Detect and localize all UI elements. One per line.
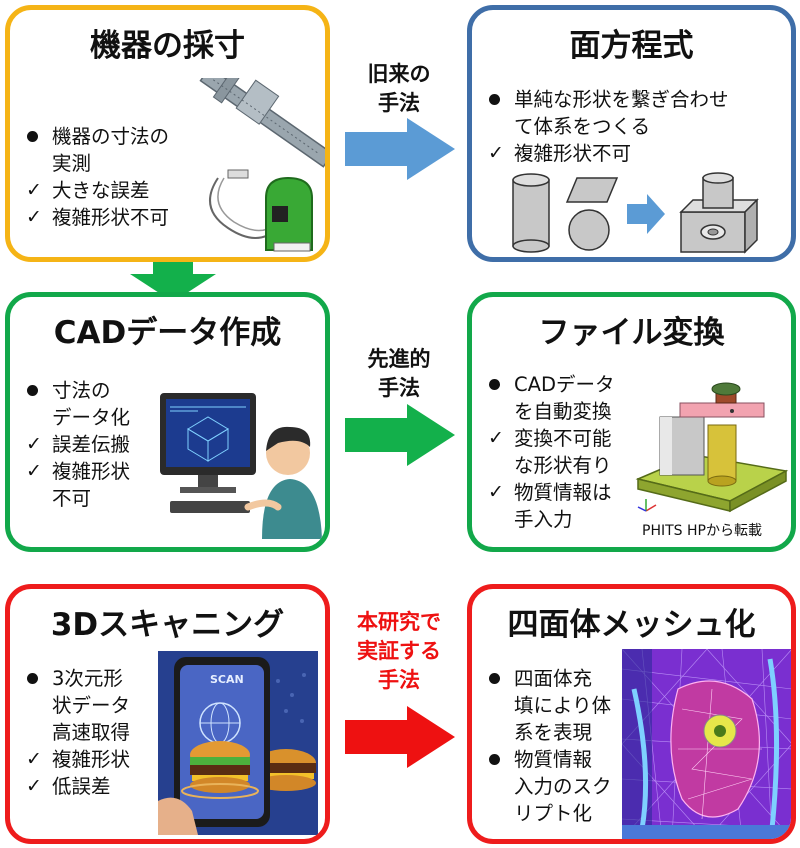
list-item-text: 低誤差 bbox=[52, 775, 111, 798]
image-credit: PHITS HPから転載 bbox=[642, 523, 762, 539]
scan-phone-label: SCAN bbox=[210, 673, 244, 686]
list-item: 単純な形状を繋ぎ合わせ て体系をつくる bbox=[480, 86, 791, 140]
equation-items: 単純な形状を繋ぎ合わせ て体系をつくる ✓ 複雑形状不可 bbox=[480, 86, 791, 167]
list-item: 3次元形 状データ 高速取得 bbox=[18, 665, 158, 746]
primitive-shapes-illustration bbox=[512, 172, 759, 254]
check-icon: ✓ bbox=[26, 460, 42, 482]
check-icon: ✓ bbox=[26, 748, 42, 770]
list-item-text: 複雑形状 不可 bbox=[52, 460, 131, 510]
list-item-text: 単純な形状を繋ぎ合わせ て体系をつくる bbox=[514, 88, 729, 138]
cad-items: 寸法の データ化 ✓ 誤差伝搬 ✓ 複雑形状 不可 bbox=[18, 377, 158, 512]
advanced-method-label: 先進的 手法 bbox=[367, 347, 431, 400]
list-item-text: 四面体充 填により体 系を表現 bbox=[514, 667, 612, 744]
list-item: ✓ 複雑形状不可 bbox=[18, 204, 218, 231]
list-item: 四面体充 填により体 系を表現 bbox=[480, 665, 630, 746]
cad-title: CADデータ作成 bbox=[53, 315, 282, 351]
traditional-method-label: 旧来の 手法 bbox=[367, 62, 431, 115]
list-item: ✓ 複雑形状不可 bbox=[480, 140, 791, 167]
mesh-title: 四面体メッシュ化 bbox=[507, 607, 756, 643]
check-icon: ✓ bbox=[488, 142, 504, 164]
list-item: ✓ 物質情報は 手入力 bbox=[480, 479, 650, 533]
scan-illustration: SCAN bbox=[158, 651, 318, 835]
list-item-text: CADデータ を自動変換 bbox=[514, 373, 615, 423]
scan-box: 3Dスキャニング 3次元形 状データ 高速取得 ✓ 複雑形状 ✓ 低誤差 bbox=[5, 584, 330, 844]
list-item-text: 物質情報は 手入力 bbox=[514, 481, 612, 531]
phits-geometry-illustration bbox=[635, 382, 789, 513]
cad-box: CADデータ作成 寸法の データ化 ✓ 誤差伝搬 ✓ 複雑形状 不可 bbox=[5, 292, 330, 552]
list-item: ✓ 誤差伝搬 bbox=[18, 431, 158, 458]
scan-items: 3次元形 状データ 高速取得 ✓ 複雑形状 ✓ 低誤差 bbox=[18, 665, 158, 800]
measure-title: 機器の採寸 bbox=[90, 28, 245, 64]
check-icon: ✓ bbox=[26, 775, 42, 797]
cad-designer-illustration bbox=[160, 393, 322, 539]
list-item-text: 複雑形状不可 bbox=[514, 142, 632, 165]
list-item: ✓ 変換不可能 な形状有り bbox=[480, 425, 650, 479]
convert-box: ファイル変換 CADデータ を自動変換 ✓ 変換不可能 な形状有り ✓ 物質情報は 手入… bbox=[467, 292, 796, 552]
check-icon: ✓ bbox=[26, 433, 42, 455]
list-item-text: 物質情報 入力のスク リプト化 bbox=[514, 748, 612, 825]
equation-title: 面方程式 bbox=[569, 28, 694, 64]
list-item-text: 複雑形状 bbox=[52, 748, 131, 771]
list-item-text: 誤差伝搬 bbox=[52, 433, 131, 456]
list-item-text: 大きな誤差 bbox=[52, 179, 150, 202]
scan-title: 3Dスキャニング bbox=[50, 607, 285, 643]
list-item: 機器の寸法の 実測 bbox=[18, 123, 218, 177]
traditional-arrow bbox=[345, 118, 455, 180]
mesh-box: 四面体メッシュ化 四面体充 填により体 系を表現物質情報 入力のスク リプト化 bbox=[467, 584, 796, 844]
convert-title: ファイル変換 bbox=[538, 315, 725, 351]
list-item: ✓ 複雑形状 不可 bbox=[18, 458, 158, 512]
list-item-text: 機器の寸法の 実測 bbox=[52, 125, 170, 175]
this-study-method-label: 本研究で 実証する 手法 bbox=[357, 610, 441, 692]
list-item-text: 変換不可能 な形状有り bbox=[514, 427, 612, 477]
mesh-items: 四面体充 填により体 系を表現物質情報 入力のスク リプト化 bbox=[480, 665, 630, 827]
check-icon: ✓ bbox=[488, 427, 504, 449]
check-icon: ✓ bbox=[488, 481, 504, 503]
tetrahedral-mesh-illustration bbox=[622, 649, 791, 839]
equation-box: 面方程式 単純な形状を繋ぎ合わせ て体系をつくる ✓ 複雑形状不可 bbox=[467, 5, 796, 262]
measure-box: 機器の採寸 機器の寸法の 実測 ✓ 大きな誤差 ✓ 複雑形状不可 bbox=[5, 5, 330, 262]
list-item: ✓ 複雑形状 bbox=[18, 746, 158, 773]
this-study-arrow bbox=[345, 706, 455, 768]
check-icon: ✓ bbox=[26, 179, 42, 201]
check-icon: ✓ bbox=[26, 206, 42, 228]
advanced-arrow bbox=[345, 404, 455, 466]
list-item-text: 複雑形状不可 bbox=[52, 206, 170, 229]
caliper-illustration bbox=[199, 78, 325, 252]
list-item: 物質情報 入力のスク リプト化 bbox=[480, 746, 630, 827]
list-item: 寸法の データ化 bbox=[18, 377, 158, 431]
measure-items: 機器の寸法の 実測 ✓ 大きな誤差 ✓ 複雑形状不可 bbox=[18, 123, 218, 231]
convert-items: CADデータ を自動変換 ✓ 変換不可能 な形状有り ✓ 物質情報は 手入力 bbox=[480, 371, 650, 533]
list-item-text: 寸法の データ化 bbox=[52, 379, 131, 429]
list-item: ✓ 大きな誤差 bbox=[18, 177, 218, 204]
list-item: CADデータ を自動変換 bbox=[480, 371, 650, 425]
list-item-text: 3次元形 状データ 高速取得 bbox=[52, 667, 131, 744]
list-item: ✓ 低誤差 bbox=[18, 773, 158, 800]
down-arrow bbox=[130, 262, 216, 302]
